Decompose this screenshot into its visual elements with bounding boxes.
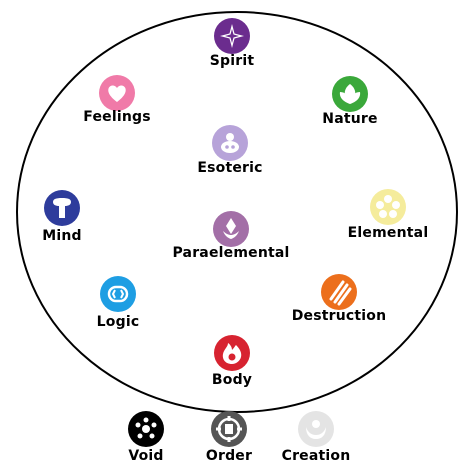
label-elemental: Elemental <box>347 225 429 241</box>
label-paraelemental: Paraelemental <box>172 245 290 261</box>
label-order: Order <box>205 448 253 464</box>
leaves-icon <box>332 76 368 112</box>
eye-orb-icon <box>212 125 248 161</box>
mind-t-icon <box>44 190 80 226</box>
order-gear-icon <box>211 411 247 447</box>
label-feelings: Feelings <box>83 109 151 125</box>
heart-icon <box>99 75 135 111</box>
brackets-icon <box>100 276 136 312</box>
label-void: Void <box>128 448 164 464</box>
void-burst-icon <box>128 411 164 447</box>
creation-hands-icon <box>298 411 334 447</box>
label-mind: Mind <box>42 228 82 244</box>
label-nature: Nature <box>322 111 378 127</box>
label-logic: Logic <box>96 314 140 330</box>
flame-swirl-icon <box>214 335 250 371</box>
claw-marks-icon <box>321 274 357 310</box>
label-destruction: Destruction <box>291 308 387 324</box>
flower-burst-icon <box>370 189 406 225</box>
label-spirit: Spirit <box>209 53 255 69</box>
crystal-icon <box>213 211 249 247</box>
label-creation: Creation <box>281 448 351 464</box>
label-esoteric: Esoteric <box>197 160 263 176</box>
starburst-icon <box>214 18 250 54</box>
label-body: Body <box>211 372 253 388</box>
